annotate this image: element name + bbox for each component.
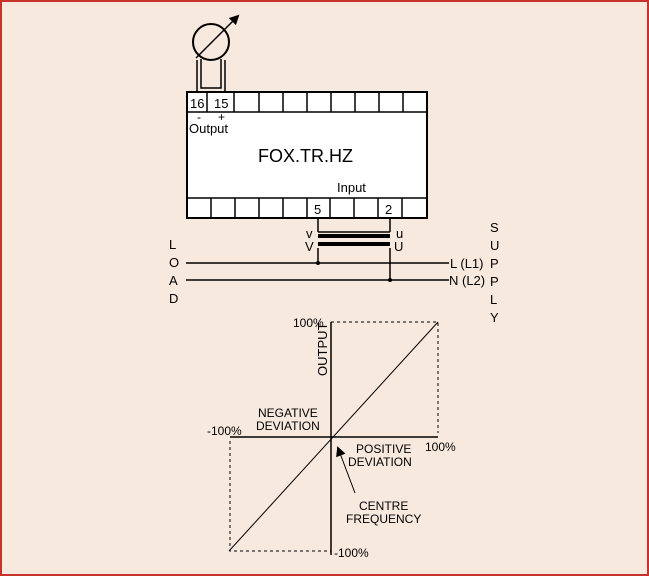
supply-letter: P <box>490 274 499 289</box>
negative-line2: DEVIATION <box>256 419 320 433</box>
centre-pointer <box>336 446 356 494</box>
graph-guides <box>229 321 439 552</box>
meter-leads <box>196 59 226 92</box>
supply-letter: L <box>490 292 497 307</box>
line-label: L (L1) <box>450 256 483 271</box>
neutral-label: N (L2) <box>449 273 485 288</box>
centre-line2: FREQUENCY <box>346 512 421 526</box>
y-max-label: 100% <box>293 316 324 330</box>
transformer-v-upper: V <box>305 239 314 254</box>
positive-line1: POSITIVE <box>356 442 411 456</box>
supply-letter: S <box>490 220 499 235</box>
x-max-label: 100% <box>425 440 456 454</box>
bottom-terminal-strip <box>187 197 427 218</box>
input-label: Input <box>337 180 366 195</box>
terminal-16-label: 16 <box>190 96 204 111</box>
load-letter: O <box>169 255 179 270</box>
load-letter: D <box>169 291 178 306</box>
terminal-2-label: 2 <box>385 202 392 217</box>
module-body <box>186 91 428 219</box>
transformer-v-lower: v <box>306 226 313 241</box>
transformer <box>316 218 392 282</box>
meter-gauge-icon <box>192 14 240 61</box>
positive-line2: DEVIATION <box>348 455 412 469</box>
supply-letter: U <box>490 238 499 253</box>
output-label: Output <box>189 121 228 136</box>
supply-letter: Y <box>490 310 499 325</box>
y-axis-label: OUTPUT <box>315 323 330 377</box>
x-min-label: -100% <box>207 424 242 438</box>
negative-line1: NEGATIVE <box>258 406 318 420</box>
minus-sign: - <box>197 110 201 124</box>
supply-label: S U P P L Y <box>490 220 499 325</box>
supply-letter: P <box>490 256 499 271</box>
transformer-u-upper: U <box>394 239 403 254</box>
load-label: L O A D <box>169 237 179 306</box>
terminal-5-label: 5 <box>314 202 321 217</box>
centre-line1: CENTRE <box>359 499 408 513</box>
terminal-15-label: 15 <box>214 96 228 111</box>
top-terminal-strip <box>187 92 427 113</box>
load-letter: A <box>169 273 178 288</box>
y-min-label: -100% <box>334 546 369 560</box>
plus-sign: + <box>218 110 225 124</box>
module-title: FOX.TR.HZ <box>258 146 353 166</box>
load-letter: L <box>169 237 176 252</box>
transformer-u-lower: u <box>396 226 403 241</box>
transfer-line <box>228 321 439 552</box>
